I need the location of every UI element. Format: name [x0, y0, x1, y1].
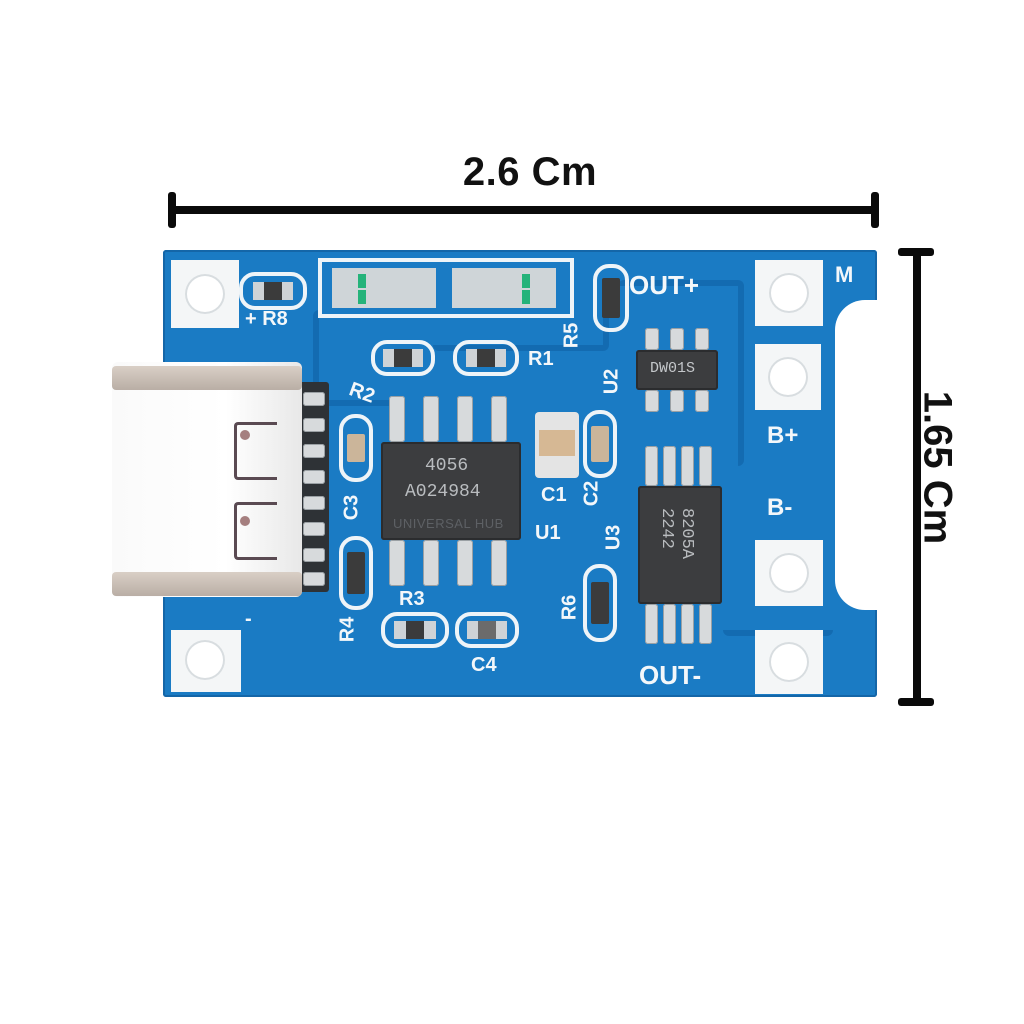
- r8-outline: [239, 272, 307, 310]
- label-r6: R6: [558, 594, 581, 621]
- chip-pin: [423, 540, 439, 586]
- solder-pad-out-minus[interactable]: [755, 630, 823, 694]
- chip-pin: [670, 390, 684, 412]
- r1-outline: [453, 340, 519, 376]
- chip-u1-line1: 4056: [425, 456, 469, 476]
- label-u1: U1: [535, 522, 561, 544]
- label-r4: R4: [336, 616, 359, 643]
- label-minus: -: [245, 608, 252, 630]
- chip-pin: [670, 328, 684, 350]
- board-notch: [835, 300, 879, 610]
- solder-pad-plus[interactable]: [171, 260, 239, 328]
- label-b-plus: B+: [767, 422, 799, 449]
- label-plus-r8: + R8: [245, 308, 288, 330]
- trace: [618, 280, 744, 466]
- chip-pin: [645, 328, 659, 350]
- chip-pin: [663, 604, 676, 644]
- led-charging: [332, 268, 436, 308]
- chip-pin: [699, 604, 712, 644]
- usb-c-shell-detail: [234, 422, 277, 480]
- r4-outline: [339, 536, 373, 610]
- width-dimension-cap-left: [168, 192, 176, 228]
- width-dimension-cap-right: [871, 192, 879, 228]
- height-dimension-cap-bottom: [898, 698, 934, 706]
- label-b-minus: B-: [767, 494, 793, 521]
- chip-pin: [389, 396, 405, 442]
- watermark: UNIVERSAL HUB: [393, 516, 504, 531]
- chip-pin: [699, 446, 712, 486]
- label-c1: C1: [541, 484, 567, 506]
- chip-pin: [491, 396, 507, 442]
- label-r5: R5: [560, 322, 583, 349]
- chip-u1-line2: A024984: [405, 482, 481, 502]
- height-dimension-cap-top: [898, 248, 934, 256]
- usb-c-solder-dot: [240, 516, 250, 526]
- led-standby: [452, 268, 556, 308]
- label-u2: U2: [600, 368, 623, 395]
- chip-pin: [457, 396, 473, 442]
- capacitor-c1: [535, 412, 579, 478]
- width-dimension-label: 2.6 Cm: [462, 150, 598, 194]
- chip-pin: [681, 446, 694, 486]
- label-r1: R1: [528, 348, 554, 370]
- usb-c-rail-bottom: [112, 572, 302, 596]
- usb-c-shell-detail: [234, 502, 277, 560]
- r-outline: [371, 340, 435, 376]
- chip-pin: [681, 604, 694, 644]
- label-out-minus: OUT-: [639, 660, 702, 690]
- r3-outline: [381, 612, 449, 648]
- led-frame: [318, 258, 574, 318]
- chip-pin: [645, 446, 658, 486]
- label-c4: C4: [471, 654, 497, 676]
- chip-pin: [389, 540, 405, 586]
- label-m: M: [835, 262, 854, 287]
- r5-outline: [593, 264, 629, 332]
- r6-outline: [583, 564, 617, 642]
- chip-pin: [695, 390, 709, 412]
- chip-pin: [645, 390, 659, 412]
- usb-c-connector[interactable]: [112, 362, 302, 597]
- solder-pad-out-plus[interactable]: [755, 260, 823, 326]
- label-c3: C3: [340, 494, 363, 521]
- chip-u3-line1: 8205A: [677, 508, 696, 560]
- solder-pad-minus[interactable]: [171, 630, 241, 692]
- label-c2: C2: [580, 480, 603, 507]
- usb-c-rail-top: [112, 366, 302, 390]
- c4-outline: [455, 612, 519, 648]
- width-dimension-line: [172, 206, 875, 214]
- c3-outline: [339, 414, 373, 482]
- height-dimension-label: 1.65 Cm: [915, 390, 960, 545]
- c2-outline: [583, 410, 617, 478]
- label-u3: U3: [602, 524, 625, 551]
- label-r3: R3: [399, 588, 425, 610]
- solder-pad-b-plus[interactable]: [755, 344, 821, 410]
- label-out-plus: OUT+: [629, 270, 700, 300]
- chip-pin: [457, 540, 473, 586]
- chip-pin: [491, 540, 507, 586]
- usb-c-solder-dot: [240, 430, 250, 440]
- pcb-board: + R8 R1 R2 R3 R4 R5 R6 C1 C2 C3 C4 U1 U2…: [163, 250, 879, 697]
- chip-u3-line2: 2242: [657, 508, 676, 549]
- chip-u1-tp4056: 4056 A024984 UNIVERSAL HUB: [381, 442, 521, 540]
- trace: [313, 310, 399, 406]
- chip-pin: [423, 396, 439, 442]
- chip-u2-label: DW01S: [650, 360, 696, 377]
- chip-u3-8205a: 8205A 2242: [638, 486, 722, 604]
- height-dimension-line: [913, 252, 921, 702]
- chip-u2-dw01: DW01S: [636, 350, 718, 390]
- chip-pin: [695, 328, 709, 350]
- solder-pad-b-minus[interactable]: [755, 540, 823, 606]
- chip-pin: [645, 604, 658, 644]
- chip-pin: [663, 446, 676, 486]
